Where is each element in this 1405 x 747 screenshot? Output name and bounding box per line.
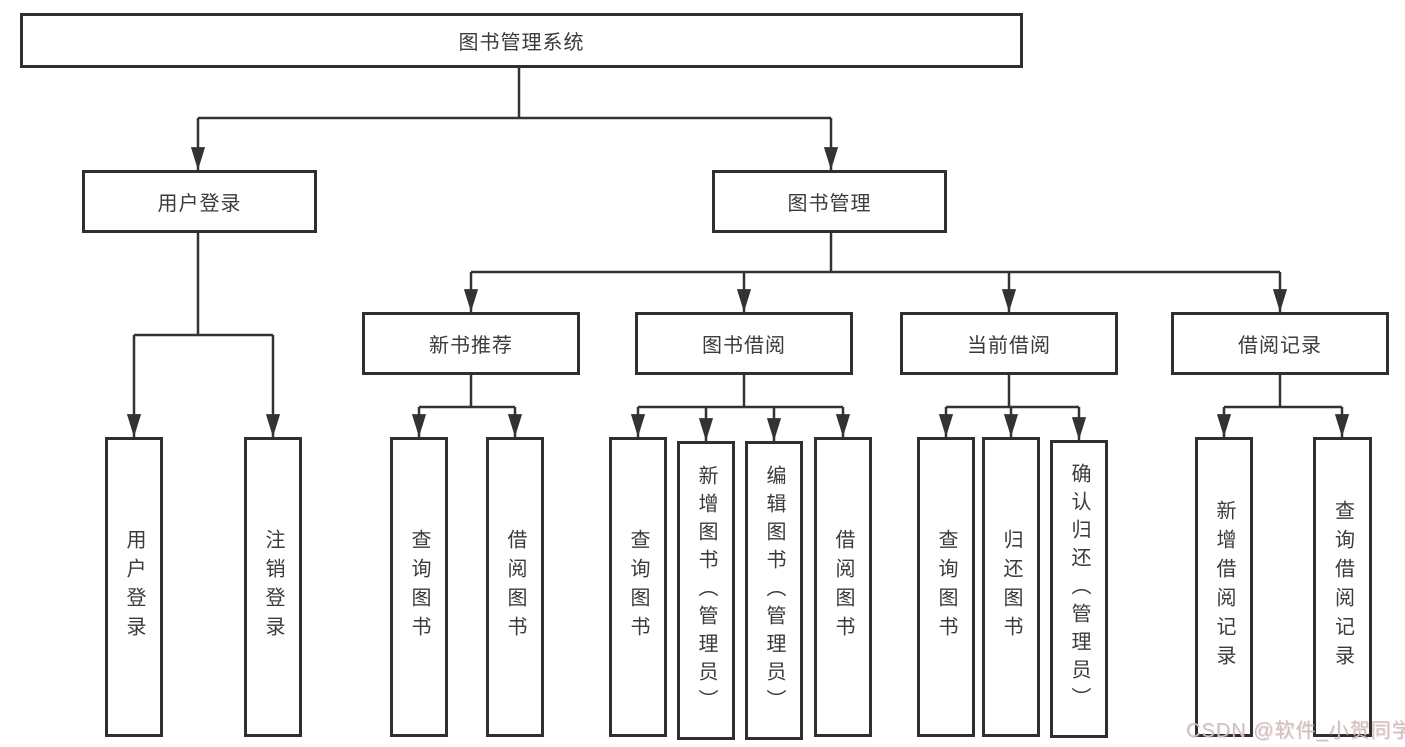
leaf-recommend-borrow-books-label: 借阅图书 <box>504 529 526 645</box>
node-root-label: 图书管理系统 <box>458 32 585 54</box>
node-book-borrow: 图书借阅 <box>635 312 853 375</box>
leaf-borrow-query-books-label: 查询图书 <box>627 529 649 645</box>
node-user-login-label: 用户登录 <box>157 193 242 215</box>
leaf-borrow-query-books: 查询图书 <box>609 437 667 737</box>
leaf-confirm-return-admin: 确认归还（管理员） <box>1050 440 1108 738</box>
leaf-borrow-borrow-books-label: 借阅图书 <box>832 529 854 645</box>
node-user-login: 用户登录 <box>82 170 317 233</box>
node-new-book-recommend: 新书推荐 <box>362 312 580 375</box>
leaf-add-borrow-record: 新增借阅记录 <box>1195 437 1253 737</box>
leaf-current-query-books: 查询图书 <box>917 437 975 737</box>
node-current-borrow: 当前借阅 <box>900 312 1118 375</box>
leaf-confirm-return-admin-label: 确认归还（管理员） <box>1068 463 1090 715</box>
leaf-query-borrow-record: 查询借阅记录 <box>1313 437 1372 737</box>
leaf-edit-books-admin: 编辑图书（管理员） <box>745 441 803 740</box>
leaf-query-borrow-record-label: 查询借阅记录 <box>1331 500 1354 674</box>
leaf-add-books-admin: 新增图书（管理员） <box>677 441 735 740</box>
leaf-current-query-books-label: 查询图书 <box>935 529 957 645</box>
node-borrow-record: 借阅记录 <box>1171 312 1389 375</box>
leaf-return-books-label: 归还图书 <box>1000 529 1022 645</box>
node-new-book-recommend-label: 新书推荐 <box>429 335 513 357</box>
leaf-logout: 注销登录 <box>244 437 302 737</box>
node-root-system: 图书管理系统 <box>20 13 1023 68</box>
leaf-add-borrow-record-label: 新增借阅记录 <box>1213 500 1235 674</box>
leaf-recommend-borrow-books: 借阅图书 <box>486 437 544 737</box>
node-borrow-record-label: 借阅记录 <box>1238 335 1322 357</box>
leaf-edit-books-admin-label: 编辑图书（管理员） <box>763 464 785 717</box>
leaf-user-login: 用户登录 <box>105 437 163 737</box>
leaf-recommend-query-books-label: 查询图书 <box>408 529 430 645</box>
node-book-management: 图书管理 <box>712 170 947 233</box>
leaf-user-login-label: 用户登录 <box>123 529 145 645</box>
node-book-borrow-label: 图书借阅 <box>702 335 786 357</box>
leaf-recommend-query-books: 查询图书 <box>390 437 448 737</box>
node-book-management-label: 图书管理 <box>787 193 872 215</box>
leaf-return-books: 归还图书 <box>982 437 1040 737</box>
leaf-logout-label: 注销登录 <box>262 529 284 645</box>
leaf-borrow-borrow-books: 借阅图书 <box>814 437 872 737</box>
leaf-add-books-admin-label: 新增图书（管理员） <box>695 464 717 717</box>
node-current-borrow-label: 当前借阅 <box>967 335 1051 357</box>
